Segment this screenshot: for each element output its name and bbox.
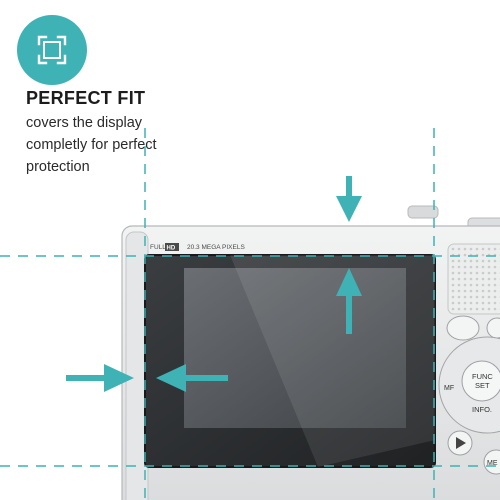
guide-lines bbox=[0, 128, 500, 500]
full-label: FULL bbox=[150, 244, 166, 251]
arrow-right-icon bbox=[66, 364, 134, 392]
arrow-left-icon bbox=[156, 364, 228, 392]
megapixels-label: 20.3 MEGA PIXELS bbox=[187, 244, 245, 251]
fit-arrows bbox=[66, 176, 362, 392]
camera-markings: FULL HD 20.3 MEGA PIXELS bbox=[150, 243, 245, 252]
func-label: FUNC bbox=[472, 372, 493, 381]
screen-glare bbox=[230, 255, 435, 467]
feature-badge bbox=[17, 15, 87, 85]
description-line: protection bbox=[26, 159, 90, 175]
play-icon bbox=[456, 437, 466, 449]
set-label: SET bbox=[475, 381, 490, 390]
feature-title: PERFECT FIT bbox=[26, 88, 146, 108]
camera-controls: FUNC SET INFO. MF ME bbox=[438, 315, 500, 475]
arrow-up-icon bbox=[336, 268, 362, 334]
hd-label: HD bbox=[167, 246, 176, 252]
feature-description: covers the display completly for perfect… bbox=[26, 112, 246, 178]
arrow-down-icon bbox=[336, 176, 362, 222]
fit-frame-icon bbox=[37, 35, 67, 65]
info-label: INFO. bbox=[472, 405, 492, 414]
description-line: completly for perfect bbox=[26, 137, 157, 153]
description-line: covers the display bbox=[26, 115, 143, 131]
me-label: ME bbox=[487, 460, 498, 467]
lcd-panel bbox=[184, 268, 406, 428]
mf-label: MF bbox=[444, 385, 454, 392]
camera-display bbox=[144, 254, 436, 468]
